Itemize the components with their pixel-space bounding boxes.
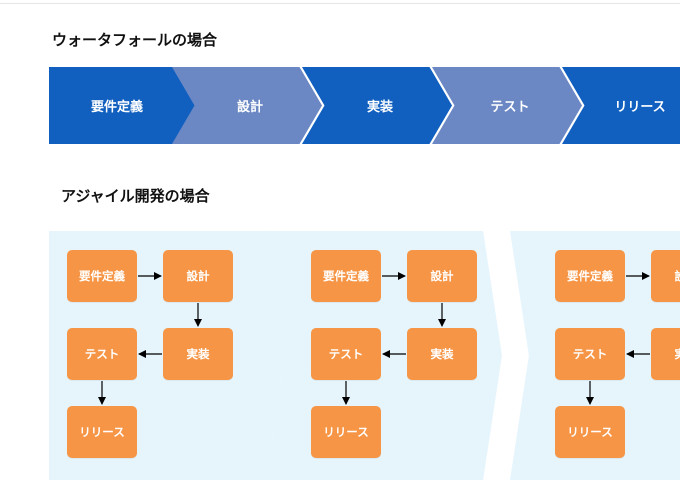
agile-flow: 要件定義 設計 テスト 実装 リリース 要件定義 設計 テスト 実装 リリース … — [49, 231, 680, 480]
agile-box-release: リリース — [555, 406, 625, 458]
top-divider — [0, 3, 680, 4]
waterfall-step-test: テスト — [432, 67, 582, 144]
agile-box-implementation: 実装 — [407, 328, 477, 380]
agile-box-release: リリース — [311, 406, 381, 458]
agile-title: アジャイル開発の場合 — [61, 187, 210, 205]
agile-box-requirements: 要件定義 — [555, 250, 625, 302]
agile-box-implementation: 実装 — [651, 328, 680, 380]
agile-box-test: テスト — [67, 328, 137, 380]
agile-box-requirements: 要件定義 — [67, 250, 137, 302]
agile-box-design: 設計 — [163, 250, 233, 302]
agile-box-design: 設計 — [407, 250, 477, 302]
agile-box-design: 設計 — [651, 250, 680, 302]
agile-box-test: テスト — [311, 328, 381, 380]
waterfall-flow: 要件定義 設計 実装 テスト リリース — [49, 67, 680, 144]
waterfall-step-implementation: 実装 — [302, 67, 452, 144]
waterfall-title: ウォータフォールの場合 — [52, 31, 218, 49]
agile-box-requirements: 要件定義 — [311, 250, 381, 302]
agile-box-implementation: 実装 — [163, 328, 233, 380]
waterfall-step-requirements: 要件定義 — [49, 67, 199, 144]
waterfall-step-design: 設計 — [172, 67, 322, 144]
agile-box-test: テスト — [555, 328, 625, 380]
agile-box-release: リリース — [67, 406, 137, 458]
